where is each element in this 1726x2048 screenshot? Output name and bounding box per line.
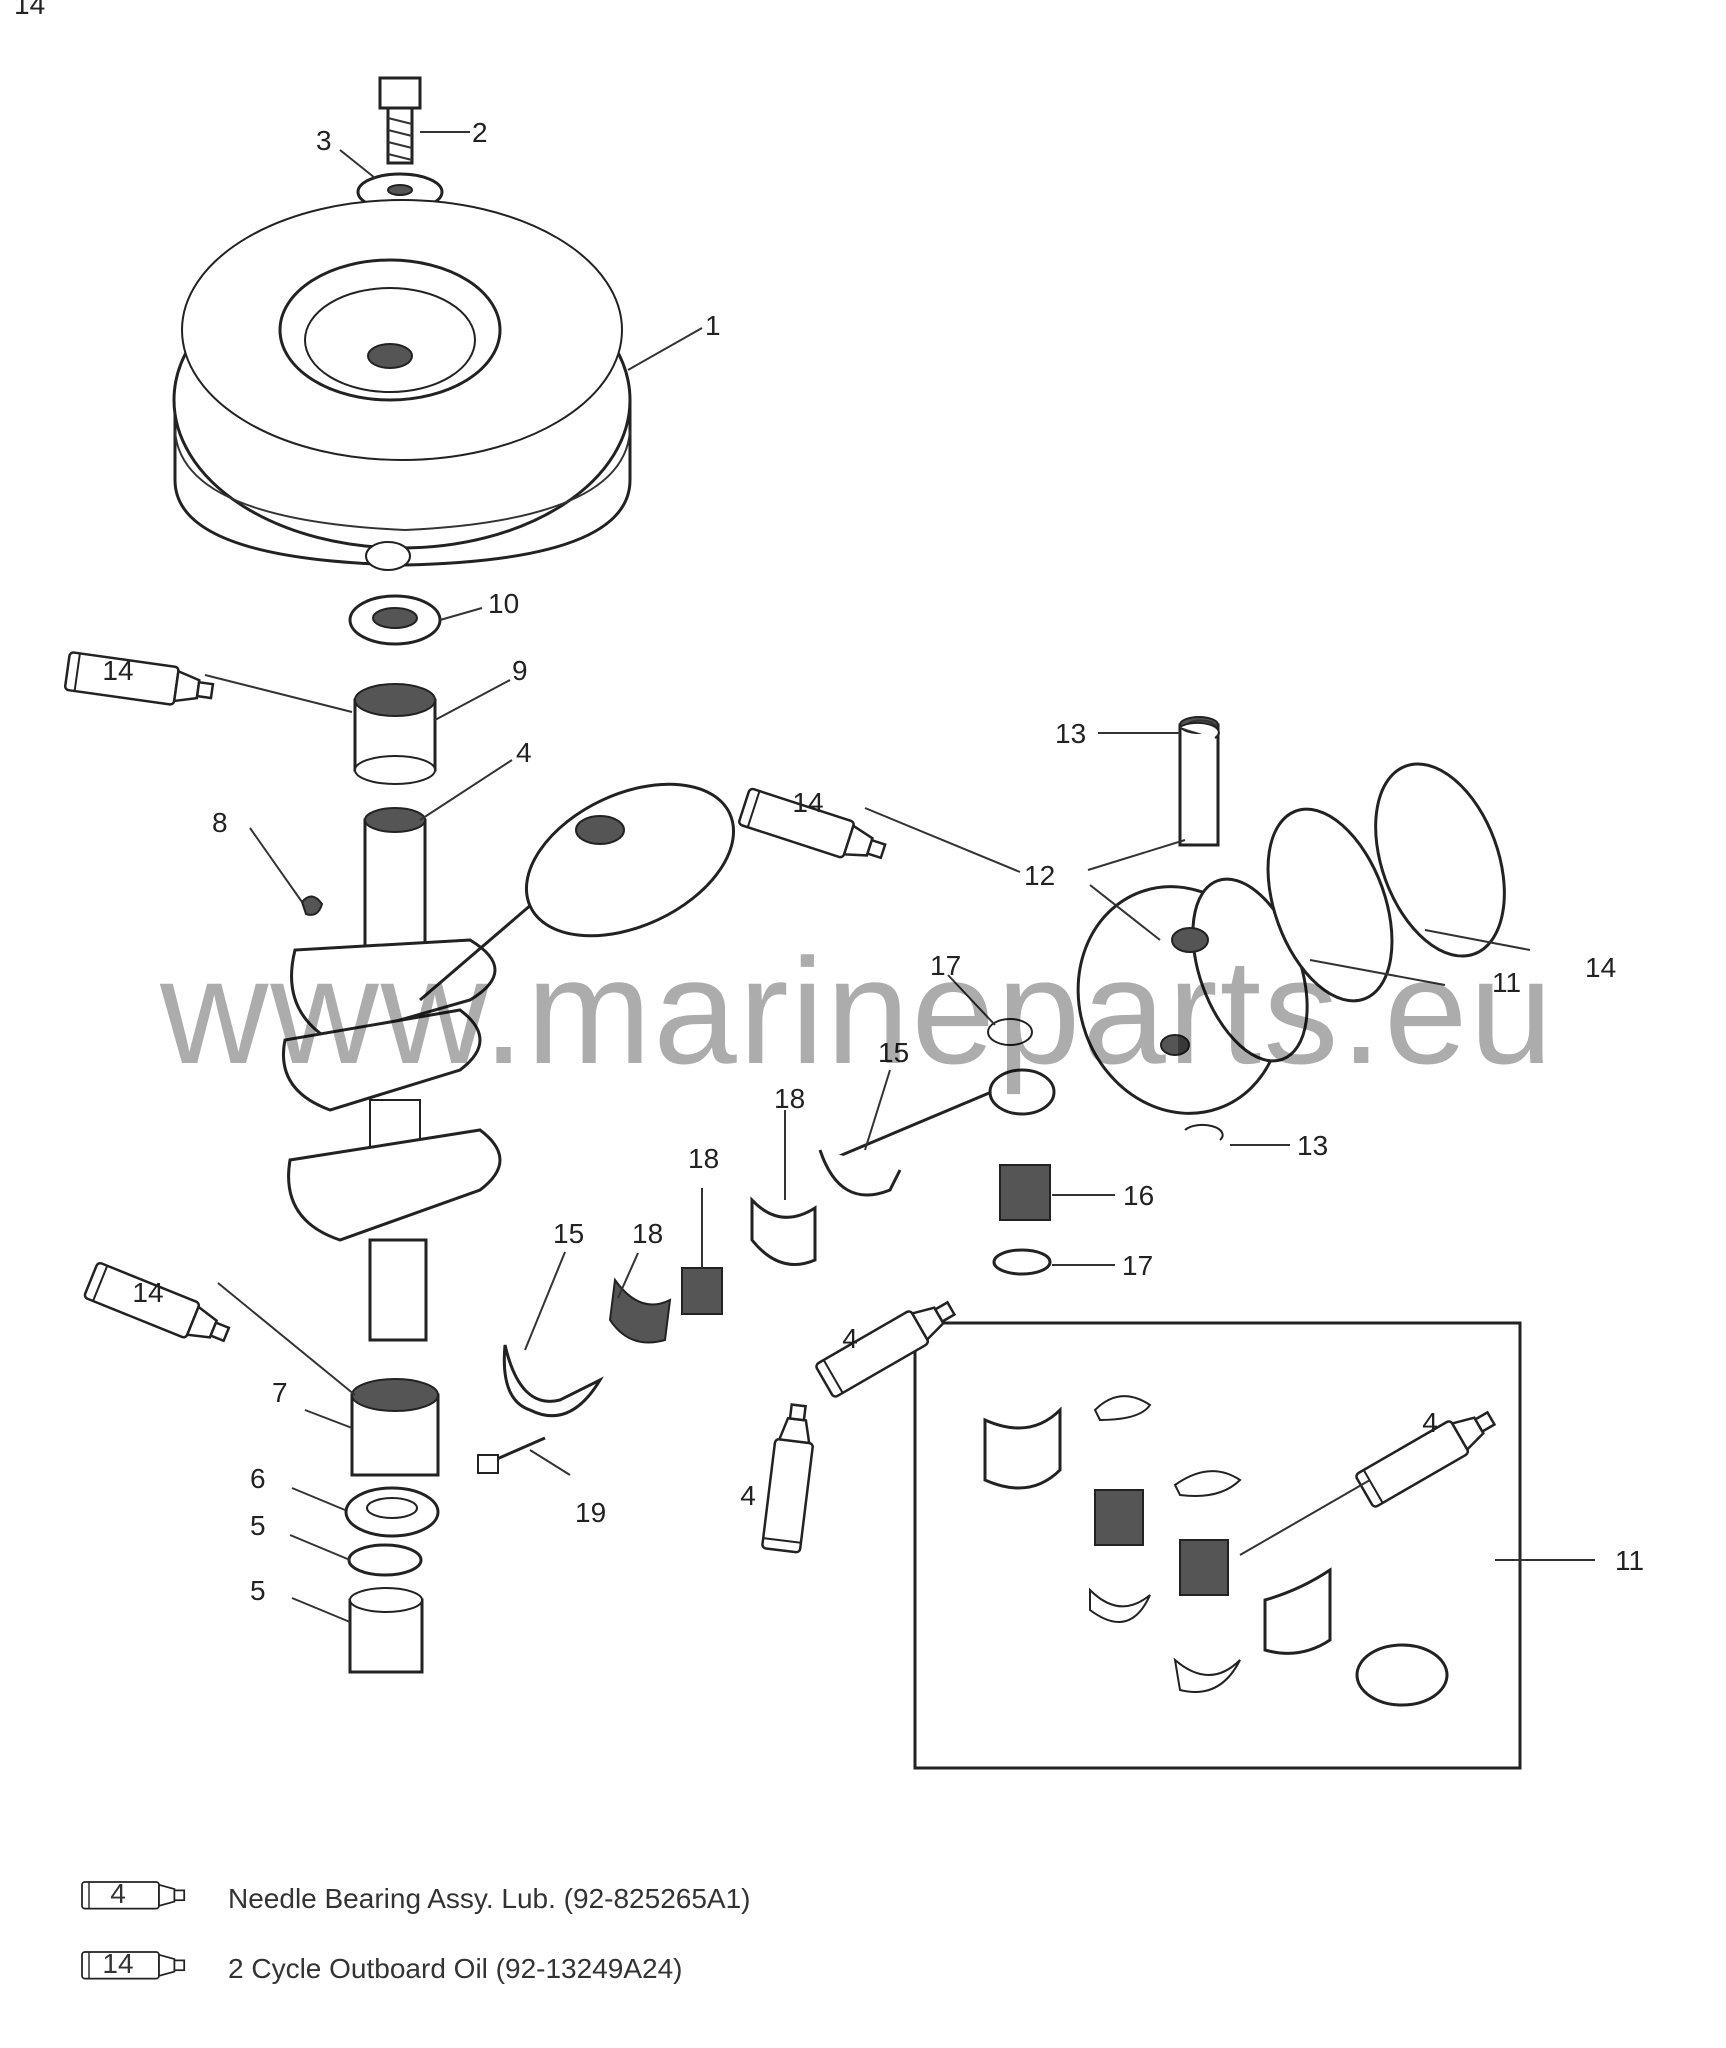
tube-icon: 14 — [63, 650, 216, 712]
legend-tube-label: 14 — [102, 1948, 133, 1979]
kit-box — [913, 1321, 1522, 1770]
seal-part — [348, 594, 442, 646]
callout-15: 15 — [553, 1218, 584, 1249]
callout-5: 5 — [250, 1510, 266, 1541]
callout-4: 4 — [516, 737, 532, 768]
tube-icon: 14 — [82, 1260, 235, 1354]
tube-label: 4 — [1422, 1407, 1438, 1438]
tube-icon: 4 — [1353, 1400, 1502, 1510]
tube-label: 4 — [740, 1480, 756, 1511]
tube-label: 14 — [132, 1277, 163, 1308]
callout-17: 17 — [930, 950, 961, 981]
rod-cap-part — [502, 1344, 604, 1418]
callout-5: 5 — [250, 1575, 266, 1606]
callout-8: 8 — [212, 807, 228, 838]
callout-14: 14 — [1585, 952, 1616, 983]
callout-18: 18 — [774, 1083, 805, 1114]
bolt-part — [378, 76, 422, 165]
callout-7: 7 — [272, 1377, 288, 1408]
crankshaft-part — [282, 807, 502, 1342]
retainer-part — [1179, 721, 1224, 1141]
callout-16: 16 — [1123, 1180, 1154, 1211]
callout-12: 12 — [1024, 860, 1055, 891]
thrust-washer-part — [992, 1248, 1052, 1276]
callout-2: 2 — [472, 117, 488, 148]
callout-3: 3 — [316, 125, 332, 156]
legend-row: 4 Needle Bearing Assy. Lub. (92-825265A1… — [81, 1878, 750, 1914]
piston-assembled-part — [419, 782, 736, 1002]
callout-10: 10 — [488, 588, 519, 619]
callout-13: 13 — [1297, 1130, 1328, 1161]
tube-label: 4 — [842, 1323, 858, 1354]
needle-bearing-part — [999, 1164, 1051, 1221]
ring-part — [344, 1486, 440, 1538]
bearing-cage-part — [608, 1196, 817, 1344]
tube-label: 14 — [102, 655, 133, 686]
callout-11: 11 — [1492, 967, 1521, 998]
leader-lines — [204, 131, 1595, 1623]
upper-bearing-part — [353, 683, 437, 785]
piston-ring-part — [1266, 762, 1506, 1003]
sleeve-part — [348, 1587, 424, 1674]
callout-17: 17 — [1122, 1250, 1153, 1281]
connecting-rod-part — [818, 1018, 1056, 1197]
legend: 4 Needle Bearing Assy. Lub. (92-825265A1… — [81, 1878, 750, 1984]
legend-row: 14 2 Cycle Outboard Oil (92-13249A24) — [81, 1948, 682, 1984]
lower-bearing-part — [350, 1378, 440, 1477]
callout-1: 1 — [705, 310, 721, 341]
tube-icon: 14 — [737, 786, 891, 871]
callout-labels: 2 3 1 10 9 4 8 7 6 5 5 19 11 13 13 12 14… — [14, 0, 1644, 1606]
legend-text: Needle Bearing Assy. Lub. (92-825265A1) — [228, 1883, 750, 1914]
screw-part — [477, 1436, 546, 1474]
tube-icon — [81, 1881, 186, 1910]
piston-pin-part — [1178, 716, 1220, 847]
callout-19: 19 — [575, 1497, 606, 1528]
callout-18: 18 — [688, 1143, 719, 1174]
legend-tube-label: 4 — [110, 1878, 126, 1909]
callout-13: 13 — [1055, 718, 1086, 749]
callout-11: 11 — [1615, 1545, 1644, 1576]
watermark-text: www.marineparts.eu — [159, 927, 1555, 1095]
callout-9: 9 — [512, 655, 528, 686]
flywheel-part — [172, 199, 632, 571]
tube-label: 14 — [792, 787, 823, 818]
callout-15: 15 — [878, 1037, 909, 1068]
callout-14: 14 — [14, 0, 45, 20]
tube-icon: 4 — [740, 1401, 819, 1554]
legend-text: 2 Cycle Outboard Oil (92-13249A24) — [228, 1953, 682, 1984]
key-part — [300, 895, 324, 916]
piston-part — [1076, 877, 1309, 1115]
oring-part — [347, 1543, 423, 1577]
callout-18: 18 — [632, 1218, 663, 1249]
tube-icon: 4 — [813, 1290, 962, 1400]
callout-6: 6 — [250, 1463, 266, 1494]
